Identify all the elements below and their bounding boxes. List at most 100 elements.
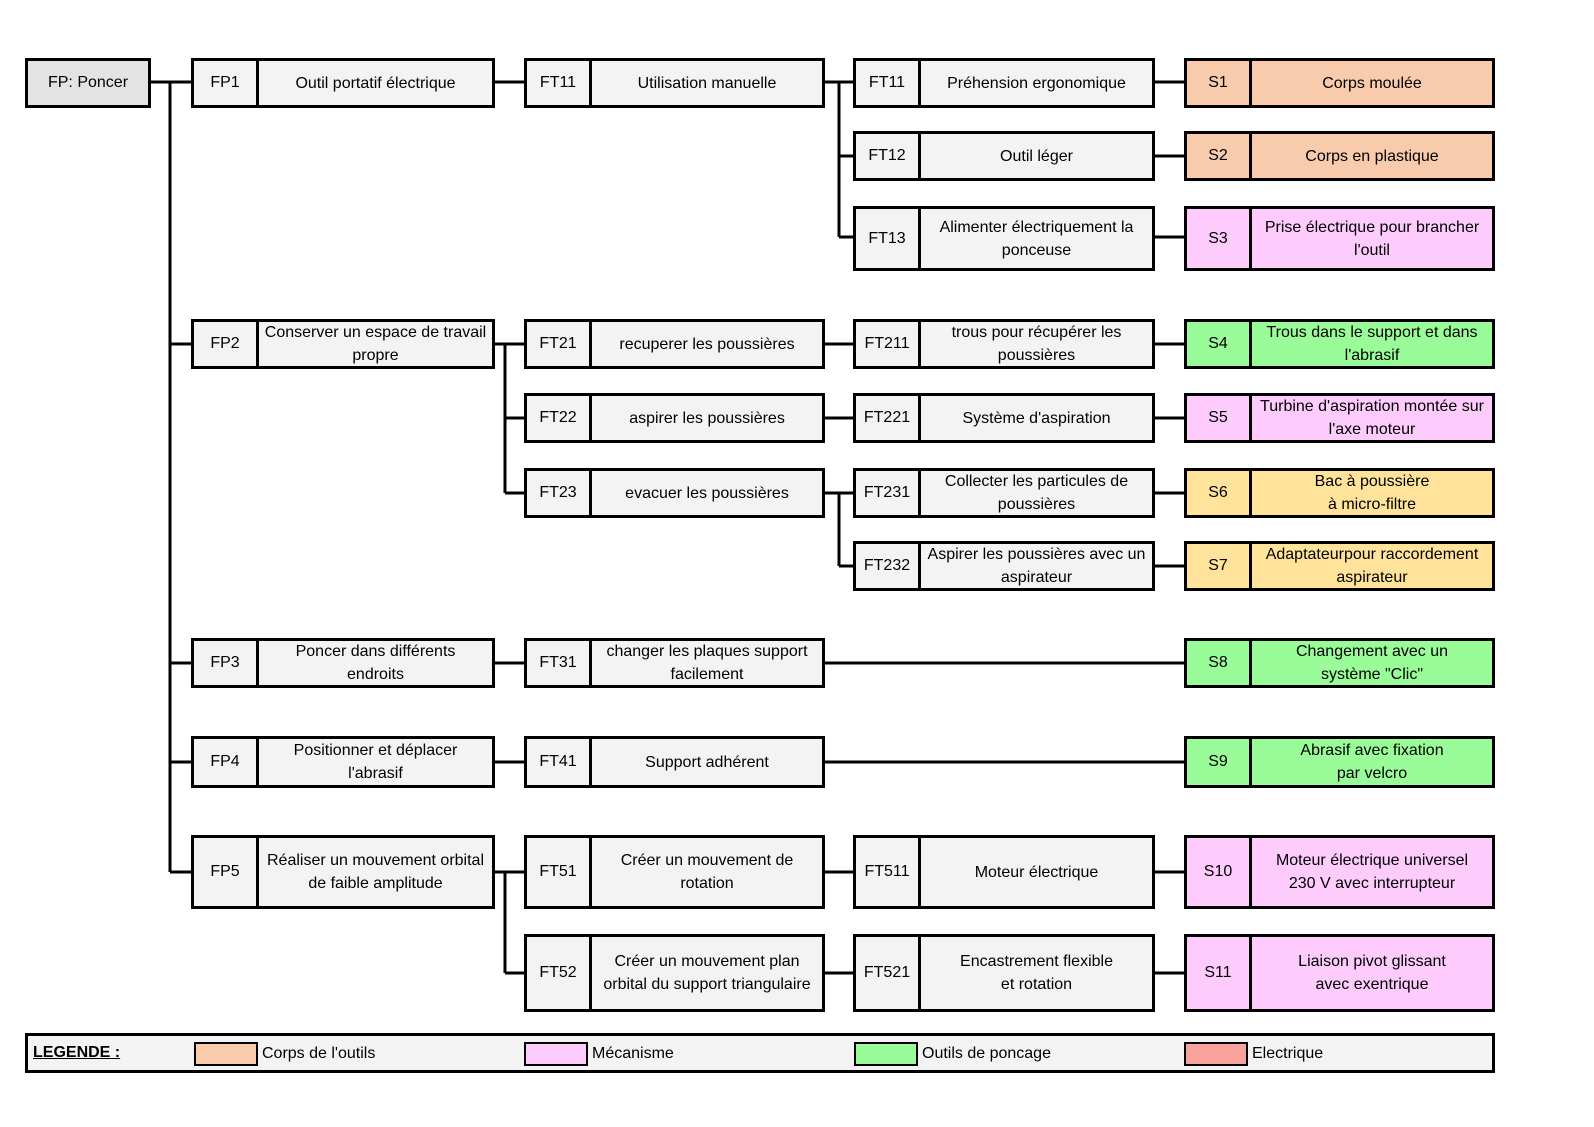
sub-label: Collecter les particules de poussières: [944, 473, 1129, 513]
sub-box-ft13: FT13 Alimenter électriquement la ponceus…: [853, 206, 1155, 271]
sub-label: trous pour récupérer les poussières: [951, 324, 1122, 364]
root-label: FP: Poncer: [47, 74, 129, 91]
ft-label: Support adhérent: [645, 753, 769, 771]
solution-box-s3: S3 Prise électrique pour brancher l'outi…: [1184, 206, 1495, 271]
sub-label: Encastrement flexible et rotation: [960, 953, 1113, 993]
solution-label: Moteur électrique universel 230 V avec i…: [1275, 852, 1469, 892]
ft-label: recuperer les poussières: [619, 335, 795, 353]
sub-box-ft521: FT521 Encastrement flexible et rotation: [853, 934, 1155, 1012]
fp-code: FP2: [194, 322, 259, 366]
ft-code: FT21: [527, 322, 592, 366]
sub-label: Alimenter électriquement la ponceuse: [939, 218, 1134, 259]
sub-label: Préhension ergonomique: [947, 74, 1126, 92]
legend-label-mecanisme: Mécanisme: [592, 1045, 674, 1062]
legend-label-corps: Corps de l'outils: [262, 1045, 376, 1062]
solution-code: S4: [1187, 322, 1252, 366]
ft-code: FT23: [527, 471, 592, 515]
solution-code: S7: [1187, 544, 1252, 588]
solution-code: S6: [1187, 471, 1252, 515]
fp-box-fp5: FP5 Réaliser un mouvement orbital de fai…: [191, 835, 495, 909]
legend: LEGENDE : Corps de l'outils Mécanisme Ou…: [25, 1033, 1495, 1073]
ft-box-ft22: FT22 aspirer les poussières: [524, 393, 825, 443]
legend-swatch-mecanisme: [524, 1042, 588, 1066]
fp-box-fp2: FP2 Conserver un espace de travail propr…: [191, 319, 495, 369]
sub-box-ft221: FT221 Système d'aspiration: [853, 393, 1155, 443]
ft-code: FT41: [527, 739, 592, 785]
sub-code: FT231: [856, 471, 921, 515]
sub-code: FT12: [856, 134, 921, 178]
sub-box-ft12: FT12 Outil léger: [853, 131, 1155, 181]
fp-code: FP4: [194, 739, 259, 785]
sub-code: FT511: [856, 838, 921, 906]
ft-label: changer les plaques support facilement: [606, 643, 808, 683]
legend-swatch-electrique: [1184, 1042, 1248, 1066]
solution-label: Bac à poussière à micro-filtre: [1314, 473, 1430, 513]
solution-box-s2: S2 Corps en plastique: [1184, 131, 1495, 181]
solution-code: S10: [1187, 838, 1252, 906]
fp-label: Outil portatif électrique: [295, 74, 456, 92]
fp-label: Réaliser un mouvement orbital de faible …: [267, 852, 484, 892]
legend-label-electrique: Electrique: [1252, 1045, 1324, 1062]
ft-code: FT52: [527, 937, 592, 1009]
ft-label: Utilisation manuelle: [637, 74, 777, 92]
fp-label: Conserver un espace de travail propre: [264, 324, 487, 364]
sub-box-ft232: FT232 Aspirer les poussières avec un asp…: [853, 541, 1155, 591]
fp-code: FP5: [194, 838, 259, 906]
ft-box-ft21: FT21 recuperer les poussières: [524, 319, 825, 369]
sub-box-ft231: FT231 Collecter les particules de poussi…: [853, 468, 1155, 518]
solution-label: Adaptateurpour raccordement aspirateur: [1265, 546, 1479, 586]
fp-code: FP3: [194, 641, 259, 685]
ft-label: evacuer les poussières: [625, 484, 789, 502]
sub-box-ft511: FT511 Moteur électrique: [853, 835, 1155, 909]
solution-box-s4: S4 Trous dans le support et dans l'abras…: [1184, 319, 1495, 369]
solution-label: Liaison pivot glissant avec exentrique: [1298, 953, 1446, 993]
solution-code: S9: [1187, 739, 1252, 785]
solution-box-s9: S9 Abrasif avec fixation par velcro: [1184, 736, 1495, 788]
fp-code: FP1: [194, 61, 259, 105]
solution-box-s11: S11 Liaison pivot glissant avec exentriq…: [1184, 934, 1495, 1012]
ft-box-ft23: FT23 evacuer les poussières: [524, 468, 825, 518]
ft-code: FT11: [527, 61, 592, 105]
solution-code: S11: [1187, 937, 1252, 1009]
sub-code: FT221: [856, 396, 921, 440]
ft-box-ft41: FT41 Support adhérent: [524, 736, 825, 788]
solution-label: Corps moulée: [1322, 74, 1422, 92]
sub-label: Outil léger: [1000, 147, 1073, 165]
fp-label: Poncer dans différents endroits: [295, 643, 456, 683]
ft-code: FT51: [527, 838, 592, 906]
ft-box-ft11: FT11 Utilisation manuelle: [524, 58, 825, 108]
fp-box-fp4: FP4 Positionner et déplacer l'abrasif: [191, 736, 495, 788]
root-box: FP: Poncer: [25, 58, 151, 108]
ft-box-ft51: FT51 Créer un mouvement de rotation: [524, 835, 825, 909]
ft-code: FT31: [527, 641, 592, 685]
fp-label: Positionner et déplacer l'abrasif: [293, 742, 458, 782]
sub-code: FT13: [856, 209, 921, 268]
ft-code: FT22: [527, 396, 592, 440]
sub-box-ft11: FT11 Préhension ergonomique: [853, 58, 1155, 108]
sub-code: FT232: [856, 544, 921, 588]
sub-code: FT521: [856, 937, 921, 1009]
ft-box-ft31: FT31 changer les plaques support facilem…: [524, 638, 825, 688]
solution-label: Changement avec un système "Clic": [1295, 643, 1449, 683]
solution-label: Abrasif avec fixation par velcro: [1300, 742, 1444, 782]
solution-box-s1: S1 Corps moulée: [1184, 58, 1495, 108]
sub-label: Système d'aspiration: [962, 409, 1111, 427]
solution-code: S3: [1187, 209, 1252, 268]
sub-code: FT211: [856, 322, 921, 366]
solution-box-s6: S6 Bac à poussière à micro-filtre: [1184, 468, 1495, 518]
legend-swatch-corps: [194, 1042, 258, 1066]
fp-box-fp1: FP1 Outil portatif électrique: [191, 58, 495, 108]
sub-label: Aspirer les poussières avec un aspirateu…: [927, 546, 1146, 586]
legend-label-outils: Outils de poncage: [922, 1045, 1051, 1062]
solution-code: S5: [1187, 396, 1252, 440]
solution-code: S8: [1187, 641, 1252, 685]
legend-title: LEGENDE :: [33, 1044, 121, 1061]
ft-label: Créer un mouvement plan orbital du suppo…: [603, 953, 811, 993]
sub-label: Moteur électrique: [974, 863, 1099, 881]
solution-code: S1: [1187, 61, 1252, 105]
solution-label: Turbine d'aspiration montée sur l'axe mo…: [1260, 398, 1484, 438]
solution-code: S2: [1187, 134, 1252, 178]
solution-box-s5: S5 Turbine d'aspiration montée sur l'axe…: [1184, 393, 1495, 443]
fp-box-fp3: FP3 Poncer dans différents endroits: [191, 638, 495, 688]
